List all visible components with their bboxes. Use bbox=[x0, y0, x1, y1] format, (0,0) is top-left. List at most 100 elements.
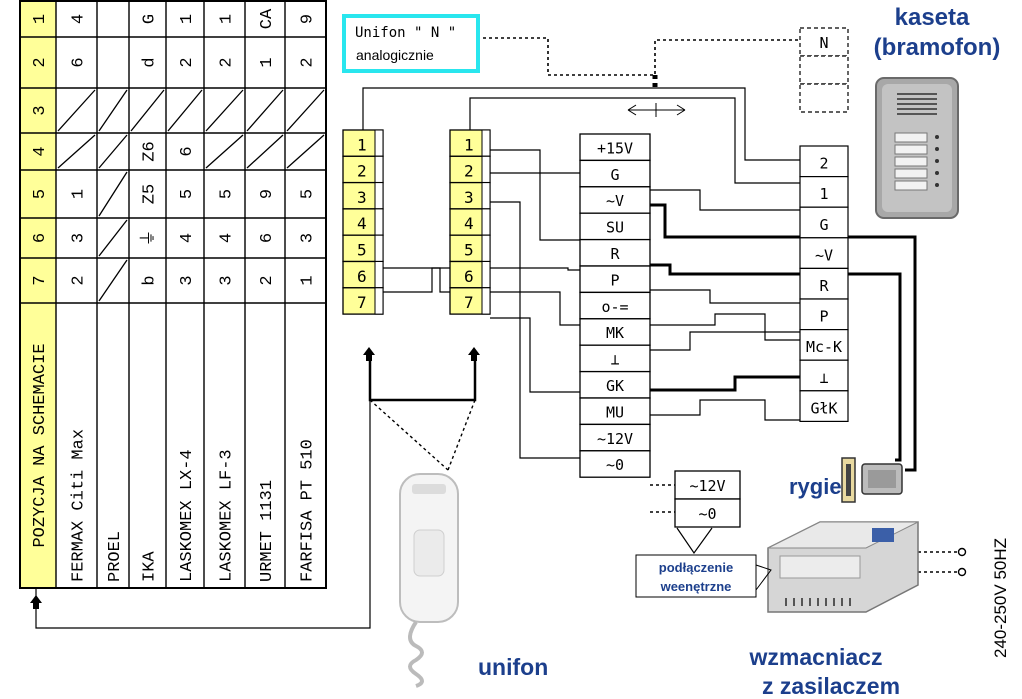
strip-left-screw bbox=[374, 155, 384, 184]
kaseta-terminal-cell bbox=[799, 237, 849, 270]
table-arrow-icon bbox=[30, 595, 42, 609]
wire-s2-5-r bbox=[490, 267, 580, 271]
table-empty-slash bbox=[167, 89, 203, 132]
strip-left-number: 5 bbox=[357, 241, 367, 260]
kaseta-terminal-cell bbox=[799, 55, 849, 85]
podlaczenie-box: podłączenie weenętrzne bbox=[635, 554, 772, 598]
table-cell: 2 bbox=[218, 57, 237, 67]
table-empty-slash bbox=[205, 89, 244, 132]
wire-rygiel-b bbox=[848, 272, 902, 462]
kaseta-panel-image bbox=[875, 77, 959, 219]
amp-terminal-label: ~0 bbox=[606, 456, 624, 474]
bidirectional-arrow bbox=[627, 103, 686, 117]
wire-p-p bbox=[650, 289, 800, 304]
strip-right-arrow-icon bbox=[468, 347, 480, 361]
table-cell: 2 bbox=[70, 275, 89, 285]
kaseta-terminal-cell bbox=[799, 83, 849, 113]
table-cell: 4 bbox=[178, 233, 197, 243]
podlaczenie-line1: podłączenie bbox=[659, 560, 733, 575]
wire-5-6a bbox=[383, 267, 455, 293]
strip-right-screw bbox=[481, 155, 491, 184]
table-cell: 6 bbox=[70, 57, 89, 67]
kaseta-terminal-cell bbox=[799, 206, 849, 239]
wire-unifon-dot-a bbox=[369, 399, 449, 471]
strip-arrows bbox=[30, 347, 480, 609]
strip-left-number: 2 bbox=[357, 162, 367, 181]
amp-terminal-cell bbox=[579, 133, 651, 162]
wire-strip2-pos1 bbox=[469, 97, 800, 184]
power-box-bracket bbox=[676, 527, 713, 555]
table-empty-slash bbox=[57, 134, 96, 169]
handset-cord bbox=[408, 620, 424, 688]
table-empty-slash bbox=[98, 134, 128, 169]
small-power-box: ~12V~0 bbox=[674, 470, 741, 528]
strip-left-number: 4 bbox=[357, 214, 367, 233]
table-cell: 2 bbox=[258, 275, 277, 285]
table-cell: Z5 bbox=[141, 184, 160, 204]
wire-gnd-gnd bbox=[650, 375, 800, 392]
podlaczenie-pointer bbox=[755, 564, 772, 591]
table-frame bbox=[19, 0, 327, 589]
strip-right-number: 3 bbox=[464, 188, 474, 207]
wire-key-mck bbox=[650, 313, 800, 341]
table-manufacturer-name: LASKOMEX LX-4 bbox=[178, 449, 197, 582]
table-manufacturer-name: FERMAX Citi Max bbox=[70, 429, 89, 582]
amp-terminal-cell bbox=[579, 423, 651, 452]
wire-strip1-pos1 bbox=[362, 87, 800, 161]
kaseta-terminal-cell bbox=[799, 390, 849, 422]
amp-terminal-label: GK bbox=[606, 377, 624, 395]
kaseta-terminal-label: R bbox=[819, 277, 829, 295]
table-manufacturer-name: FARFISA PT 510 bbox=[299, 439, 318, 582]
strip-left-screw bbox=[374, 234, 384, 262]
wzmacniacz-line2: z zasilaczem bbox=[762, 673, 900, 699]
table-empty-slash bbox=[286, 134, 325, 169]
rygiel-lock-image bbox=[841, 457, 903, 503]
kaseta-terminal-cell bbox=[799, 176, 849, 208]
strip-left-number: 3 bbox=[357, 188, 367, 207]
power-box-label: ~12V bbox=[689, 477, 725, 495]
table-manufacturer-name: IKA bbox=[141, 551, 160, 582]
strip-right-screw bbox=[481, 234, 491, 262]
podlaczenie-frame bbox=[635, 554, 757, 598]
table-cell: 6 bbox=[258, 233, 277, 243]
mains-terminal-b bbox=[957, 567, 967, 577]
arrow-heads-icon bbox=[627, 103, 686, 117]
table-cell: CA bbox=[258, 8, 277, 29]
wire-unifon-bar bbox=[368, 358, 477, 402]
table-cell: 1 bbox=[70, 189, 89, 199]
amp-box-terminals bbox=[785, 598, 851, 606]
rygiel-slot bbox=[846, 464, 851, 496]
amp-terminal-label: G bbox=[610, 166, 619, 184]
strip-left-screw bbox=[374, 261, 384, 289]
power-box-cell bbox=[674, 498, 741, 528]
table-position-column bbox=[20, 1, 56, 588]
table-cell: 3 bbox=[178, 275, 197, 285]
strip-left-number: 1 bbox=[357, 135, 367, 154]
unifon-label: unifon bbox=[478, 654, 548, 680]
table-cell: 5 bbox=[178, 189, 197, 199]
wire-g-g bbox=[650, 189, 800, 211]
kaseta-buttons bbox=[894, 132, 928, 191]
wire-r-r bbox=[650, 263, 800, 276]
kaseta-terminal-cell bbox=[799, 267, 849, 300]
strip-left-arrow-icon bbox=[363, 347, 375, 361]
amp-terminal-cell bbox=[579, 318, 651, 346]
amp-terminal-cell bbox=[579, 265, 651, 294]
amp-terminal-label: o-= bbox=[601, 298, 628, 316]
table-cell: d bbox=[141, 57, 160, 67]
table-cell: G bbox=[141, 14, 160, 24]
table-empty-slash bbox=[130, 89, 165, 132]
strip-left-screw bbox=[374, 182, 384, 210]
amp-terminal-label: MK bbox=[606, 324, 624, 342]
kaseta-button-leds bbox=[935, 135, 939, 187]
table-cell: 2 bbox=[299, 57, 318, 67]
unifon-n-frame bbox=[342, 14, 480, 73]
amp-terminal-cell bbox=[579, 397, 651, 426]
amp-box-label-area bbox=[779, 555, 861, 579]
table-cell: 4 bbox=[70, 14, 89, 24]
table-position-number: 4 bbox=[31, 146, 50, 156]
table-cell: 1 bbox=[299, 275, 318, 285]
table-empty-slash bbox=[246, 134, 284, 169]
table-cell: 2 bbox=[178, 57, 197, 67]
